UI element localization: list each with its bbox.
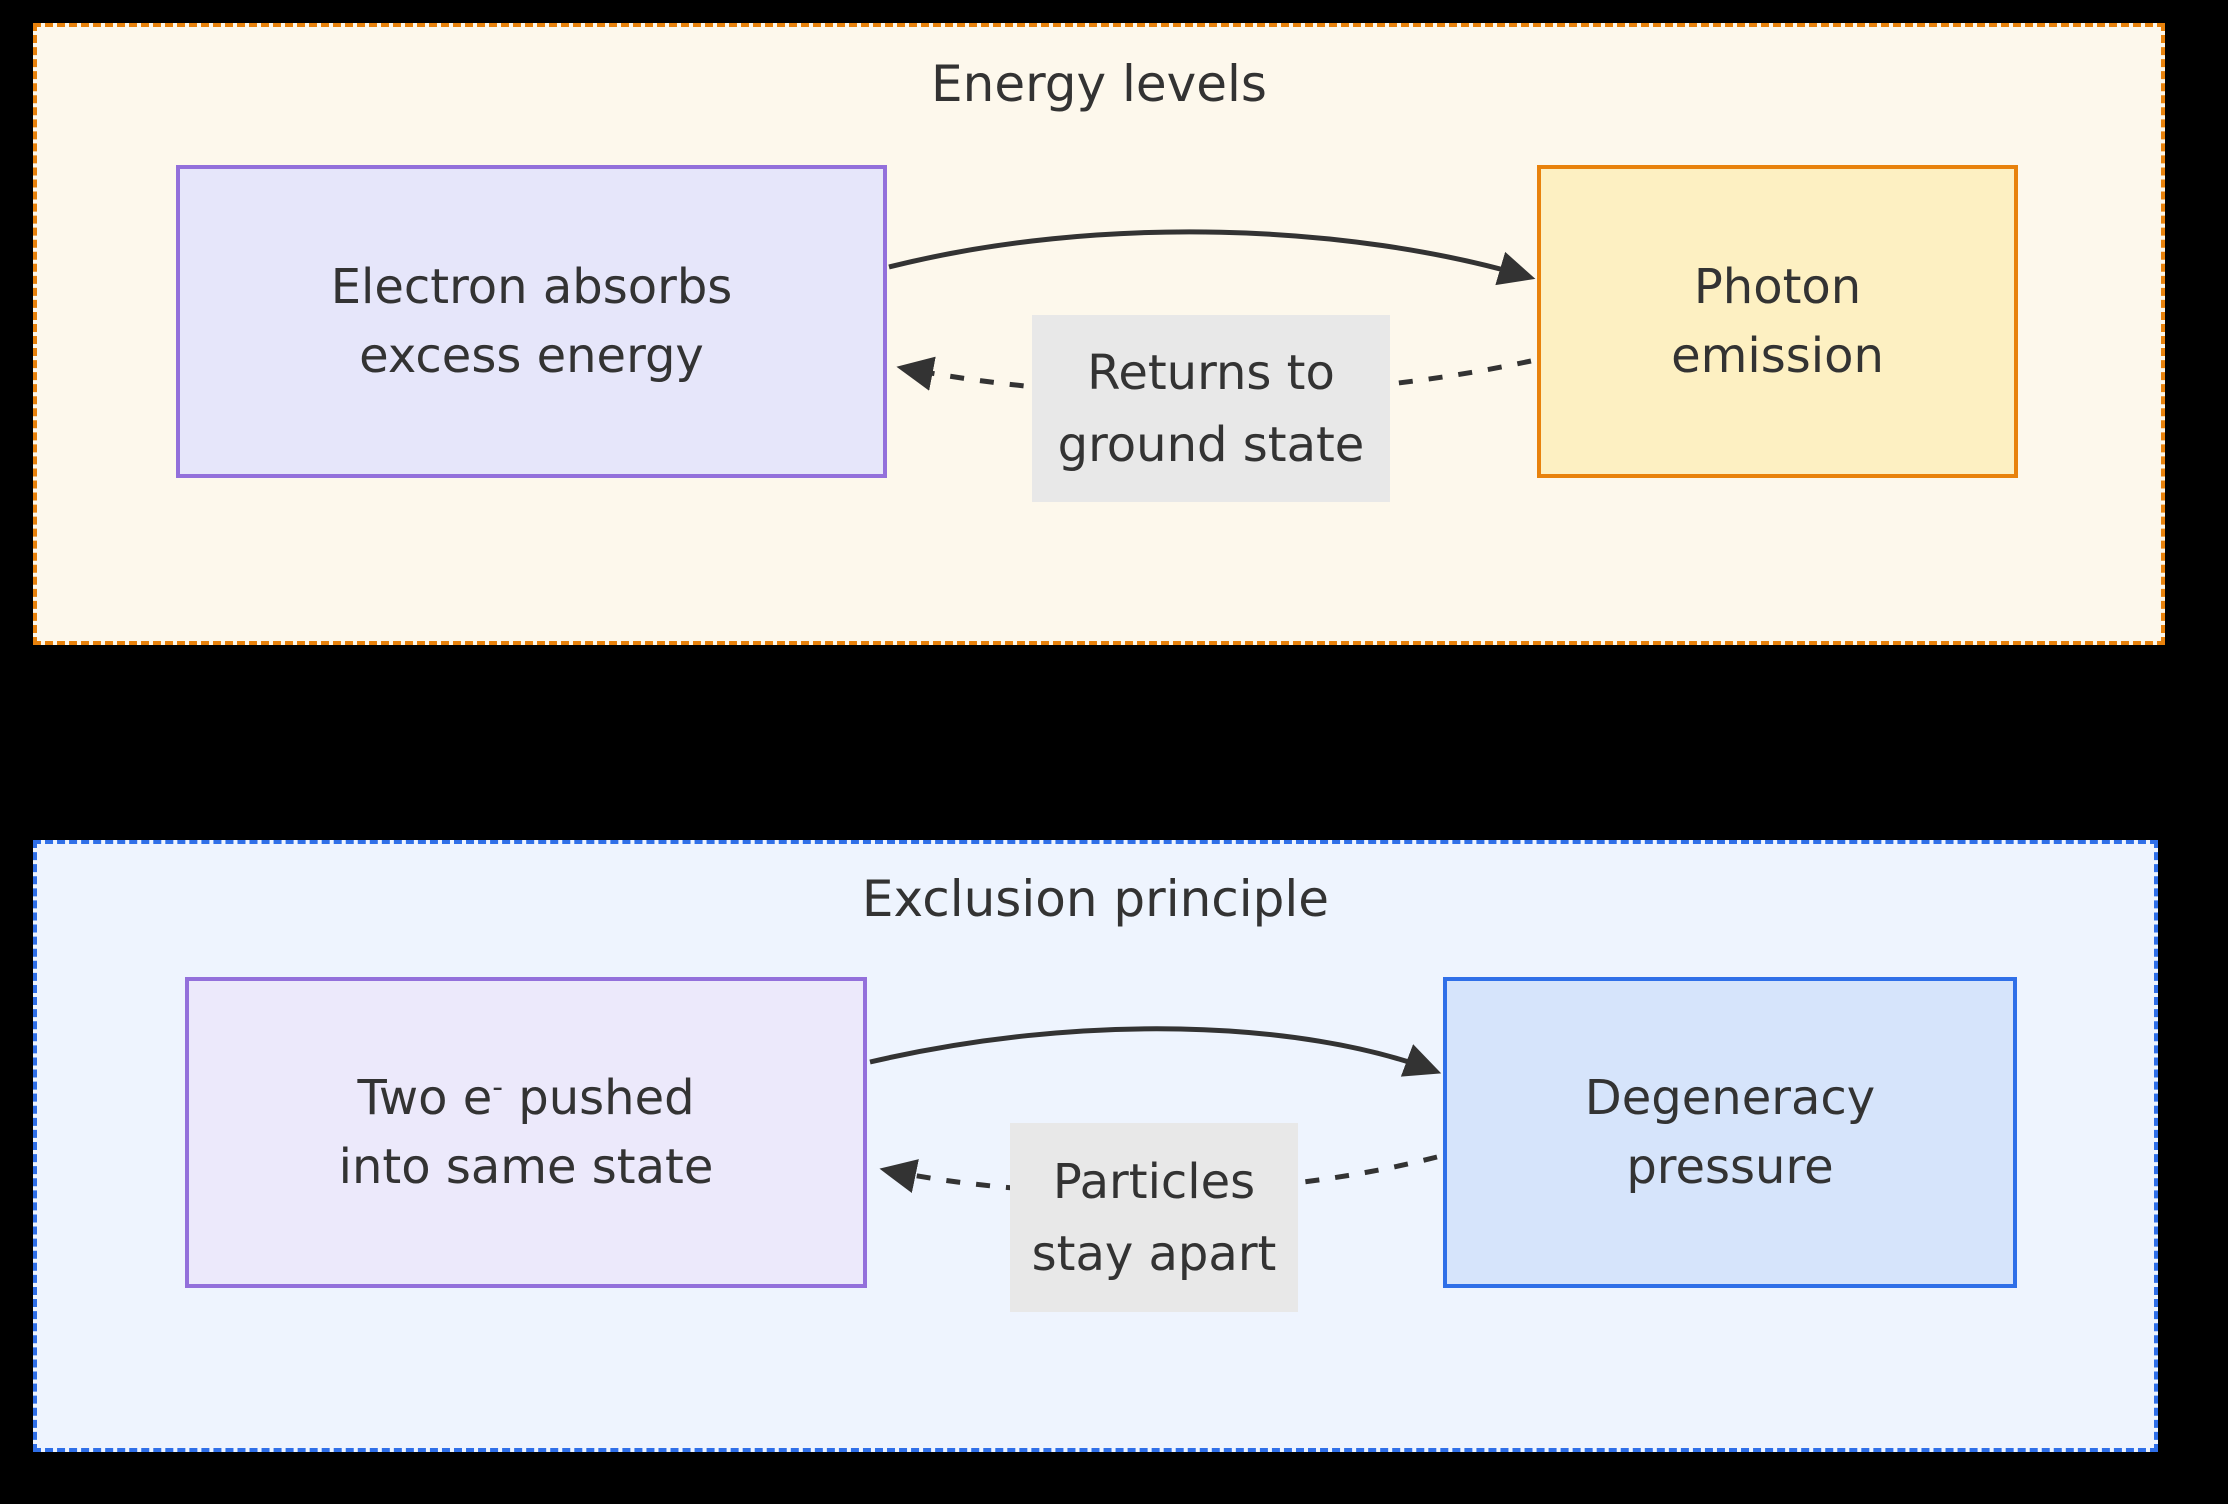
node-two-electrons-line-1-pre: Two e	[357, 1070, 493, 1127]
node-electron-absorbs-line-1: Electron absorbs	[330, 259, 733, 316]
edge-label-particles-line-1: Particles	[1052, 1153, 1256, 1210]
edge-label-particles-stay-apart: Particles stay apart	[1010, 1123, 1298, 1312]
node-degeneracy-pressure[interactable]: Degeneracy pressure	[1443, 977, 2017, 1288]
panel-exclusion-principle-title: Exclusion principle	[861, 870, 1330, 928]
node-photon-emission-line-2: emission	[1671, 327, 1884, 384]
node-two-electrons[interactable]: Two e- pushed into same state	[185, 977, 867, 1288]
node-two-electrons-line-1: Two e- pushed	[357, 1064, 694, 1132]
node-degeneracy-pressure-line-2: pressure	[1626, 1138, 1834, 1195]
node-two-electrons-line-1-post: pushed	[502, 1070, 695, 1127]
node-two-electrons-line-2: into same state	[338, 1138, 714, 1195]
edge-label-returns-line-2: ground state	[1057, 416, 1365, 473]
edge-label-returns-to-ground-state: Returns to ground state	[1032, 315, 1390, 502]
panel-energy-levels-title: Energy levels	[931, 55, 1267, 113]
node-photon-emission-line-1: Photon	[1693, 259, 1862, 316]
superscript-minus-icon: -	[492, 1070, 503, 1106]
node-electron-absorbs-line-2: excess energy	[359, 327, 704, 384]
node-photon-emission[interactable]: Photon emission	[1537, 165, 2018, 478]
edge-label-particles-line-2: stay apart	[1031, 1225, 1277, 1282]
node-degeneracy-pressure-line-1: Degeneracy	[1584, 1070, 1876, 1127]
edge-label-returns-line-1: Returns to	[1087, 344, 1335, 401]
node-electron-absorbs[interactable]: Electron absorbs excess energy	[176, 165, 887, 478]
